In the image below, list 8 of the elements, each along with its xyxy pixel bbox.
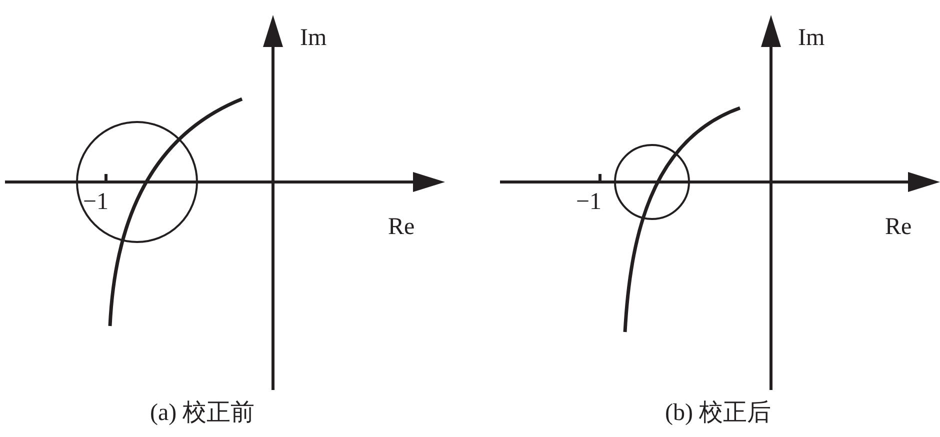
tick-label: −1 [576, 190, 602, 214]
caption: (a) 校正前 [150, 401, 255, 425]
axis-label: Re [885, 215, 912, 239]
axis-label: Re [388, 215, 415, 239]
axis-label: Im [798, 26, 825, 50]
axis-label: Im [300, 26, 327, 50]
tick-label: −1 [83, 190, 109, 214]
caption: (b) 校正后 [665, 401, 771, 425]
